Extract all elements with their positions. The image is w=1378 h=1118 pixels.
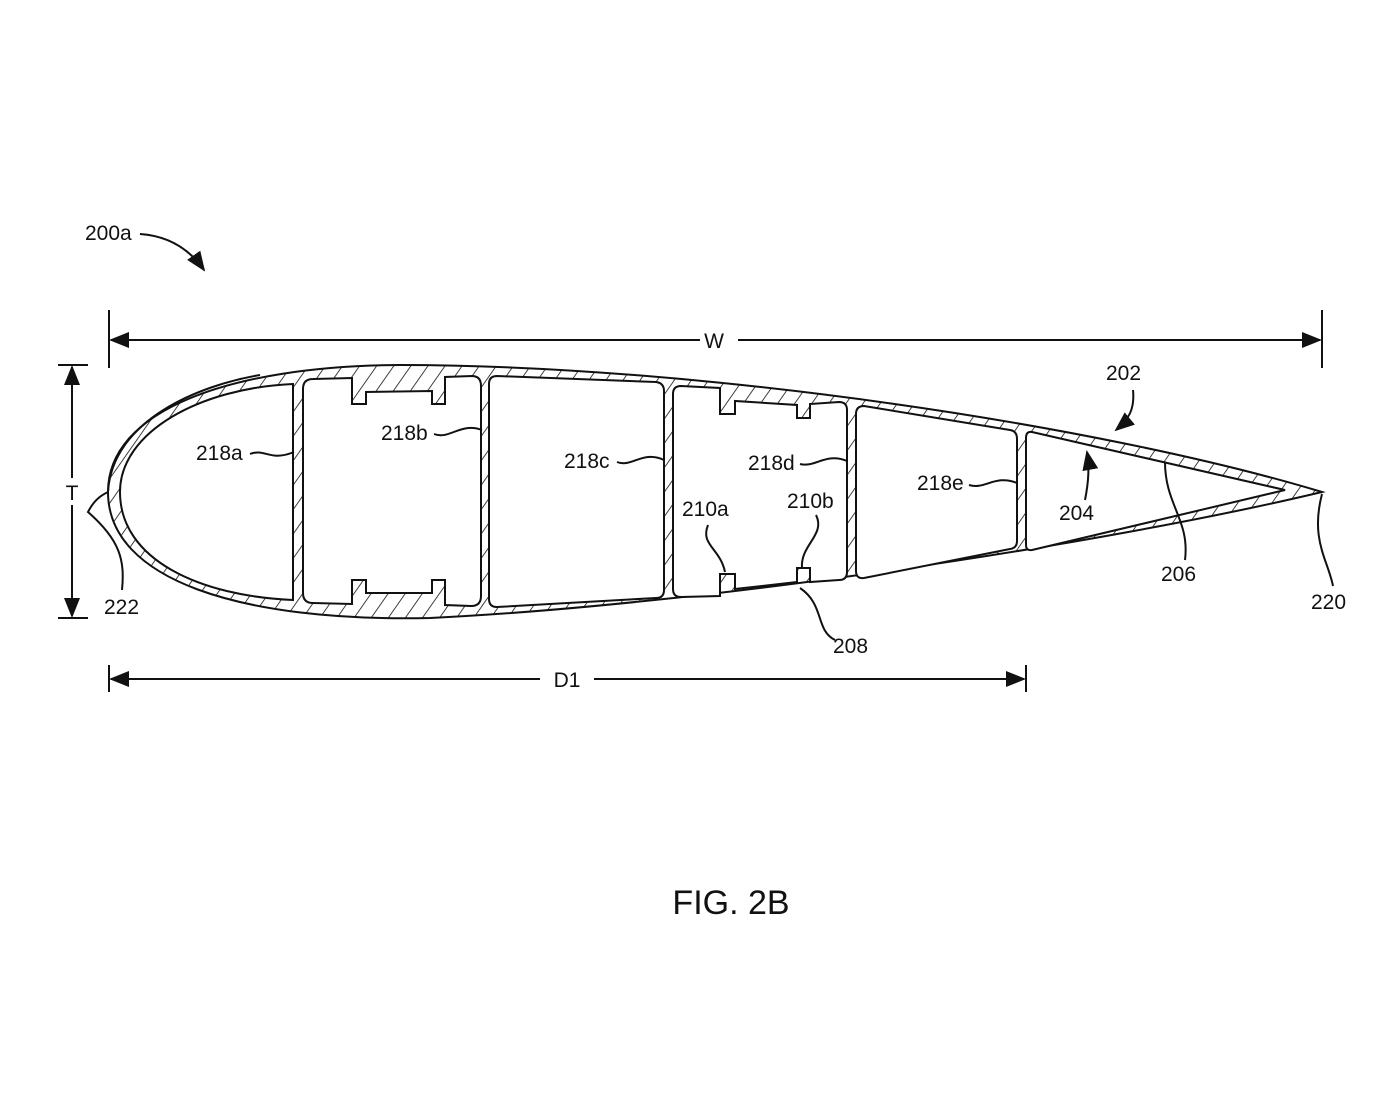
leader-218d bbox=[799, 457, 848, 466]
label-218b: 218b bbox=[381, 422, 428, 445]
label-210a: 210a bbox=[682, 498, 729, 521]
label-220: 220 bbox=[1311, 591, 1346, 614]
figure-ref-label: 200a bbox=[85, 222, 132, 245]
cell-218a bbox=[118, 382, 294, 602]
leader-218c bbox=[616, 455, 665, 465]
leader-210a bbox=[705, 524, 726, 573]
label-218d: 218d bbox=[748, 452, 795, 475]
cell-218c bbox=[488, 374, 665, 609]
leader-202 bbox=[1114, 389, 1135, 432]
leading-edge-outline bbox=[107, 374, 261, 493]
leader-204 bbox=[1082, 450, 1099, 501]
d1-label: D1 bbox=[554, 669, 581, 692]
cell-218d bbox=[672, 384, 848, 599]
figure-ref-arrow bbox=[139, 233, 206, 272]
label-222: 222 bbox=[104, 596, 139, 619]
leader-218b bbox=[433, 427, 483, 437]
label-206: 206 bbox=[1161, 563, 1196, 586]
t-label: T bbox=[66, 482, 79, 505]
label-218c: 218c bbox=[564, 450, 610, 473]
label-208: 208 bbox=[833, 635, 868, 658]
cell-218b bbox=[302, 374, 482, 608]
label-204: 204 bbox=[1059, 502, 1094, 525]
cell-218e bbox=[855, 404, 1018, 580]
leader-222 bbox=[86, 491, 124, 591]
figure-caption: FIG. 2B bbox=[672, 884, 789, 922]
leader-218e bbox=[968, 479, 1018, 487]
leader-210b bbox=[800, 514, 820, 569]
label-218e: 218e bbox=[917, 472, 964, 495]
w-label: W bbox=[704, 330, 724, 353]
label-210b: 210b bbox=[787, 490, 834, 513]
leader-220 bbox=[1317, 493, 1334, 587]
leader-218a bbox=[249, 451, 295, 457]
label-202: 202 bbox=[1106, 362, 1141, 385]
label-218a: 218a bbox=[196, 442, 243, 465]
leader-206 bbox=[1164, 461, 1187, 561]
leader-208 bbox=[799, 587, 836, 641]
